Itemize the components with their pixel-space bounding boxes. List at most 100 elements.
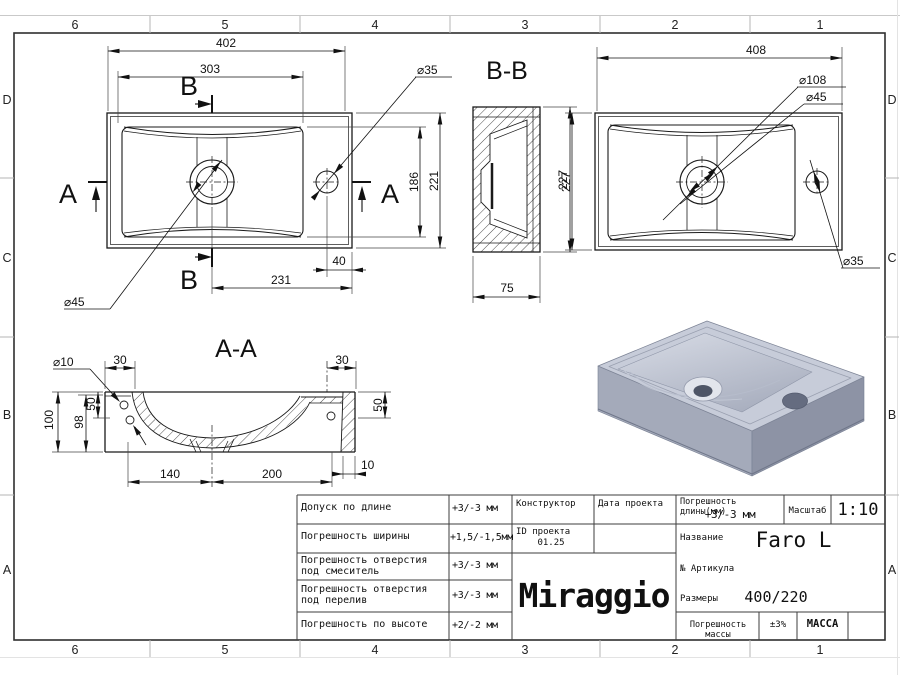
zone-row-left-c: C [2,251,11,265]
faucet-hole [805,170,829,194]
drain-hole-3d [693,385,713,397]
brand-logo: Miraggio [518,576,671,615]
dim-left-offset: 30 [113,353,127,367]
zone-col-top-2: 2 [672,18,679,32]
sink-rim-inner [598,116,839,247]
drain-centerlines [186,156,341,208]
zone-row-right-c: C [887,251,896,265]
zone-col-bottom-4: 4 [372,643,379,657]
plan-left-dims: 402 303 ⌀35 ⌀45 186 221 40 231 B B A A [59,36,441,309]
tolerance-row-label: Погрешность ширины [301,531,410,542]
tolerance-row-value: +1,5/-1,5мм [450,532,513,543]
bowl-outer-curve [131,391,311,449]
dim-overall-width: 402 [216,36,236,50]
zone-col-bottom-6: 6 [72,643,79,657]
dim-overall-depth: 221 [427,171,441,191]
deck-wall-hatch [301,397,343,403]
dim-drain-left: 140 [160,467,180,481]
tolerance-row-label: Погрешность отверстия под перелив [301,584,428,607]
dim-faucet-offset: 40 [332,254,346,268]
section-marks [88,95,371,267]
name-label: Название [680,533,724,543]
dim-drain-dia: ⌀45 [64,295,85,309]
zone-col-bottom-2: 2 [672,643,679,657]
right-wall-hatch [341,392,355,452]
view-plan-left: 402 303 ⌀35 ⌀45 186 221 40 231 B B A A [59,36,452,310]
zone-row-right-a: A [888,563,897,577]
mounting-hole [119,400,129,410]
mass-label: МАССА [806,618,839,630]
dim-rim-depth: 50 [84,397,98,411]
bottom-edge [597,408,753,475]
dim-overall-width: 408 [746,43,766,57]
sink-outline [106,112,353,249]
section-label-a-right: A [381,179,399,209]
section-aa-dims: A-A ⌀10 30 30 100 98 50 50 140 200 10 [42,335,385,481]
tolerance-row-label: Погрешность отверстия под смеситель [301,555,428,578]
dimension-lines [55,365,388,485]
project-id-value: 01.25 [537,538,565,548]
tolerance-row-label: Погрешность по высоте [301,619,428,630]
dim-inner-height: 98 [72,415,86,429]
length-tolerance-value: +3/-3 мм [704,508,756,521]
zone-row-right-b: B [888,408,896,422]
size-label: Размеры [680,594,718,604]
zone-col-bottom-3: 3 [522,643,529,657]
sink-rim-edge [608,326,852,425]
name-value: Faro L [755,528,832,552]
dim-basin-depth: 186 [407,172,421,192]
dim-basin-width: 303 [200,62,220,76]
view-title-bb: B-B [486,57,528,85]
dim-deck-depth: 50 [371,398,385,412]
project-id-label: ID проекта [516,527,571,537]
title-block-grid [296,494,885,640]
mass-tolerance-value: ±3% [769,620,787,630]
dimension-lines [569,55,843,251]
dim-right-offset: 30 [335,353,349,367]
faucet-hole [315,170,339,194]
dim-drain-right: 200 [262,467,282,481]
dim-height: 227 [556,170,570,190]
sink-outline [594,112,843,251]
tolerance-row-value: +3/-3 мм [452,503,498,514]
section-outline [472,106,541,253]
dim-width: 75 [500,281,514,295]
zone-row-left-b: B [3,408,11,422]
dim-height: 100 [42,410,56,430]
tolerance-row-value: +3/-3 мм [452,560,498,571]
view-section-bb: B-B 227 75 [472,57,577,303]
dim-hole-dia: ⌀10 [53,355,74,369]
section-cavity [480,119,528,239]
basin-outline [607,124,796,241]
dim-drain-dia: ⌀45 [806,90,827,104]
view-plan-right: 408 227 ⌀108 ⌀45 ⌀35 [559,43,880,269]
zone-labels: 6 5 4 3 2 1 6 5 4 3 2 1 D C B A D C B A [2,18,896,657]
zone-row-right-d: D [887,93,896,107]
zone-col-bottom-1: 1 [817,643,824,657]
zone-row-left-d: D [2,93,11,107]
mass-tolerance-label: Погрешность массы [689,620,747,640]
project-date-label: Дата проекта [598,499,664,509]
length-tolerance-label: Погрешность длины(мм) [680,497,737,517]
zone-col-bottom-5: 5 [222,643,229,657]
tolerance-row-value: +3/-3 мм [452,590,498,601]
extension-lines [107,46,446,294]
zone-row-left-a: A [3,563,12,577]
section-bb-dims: B-B 227 75 [486,57,570,295]
dim-drain-offset: 231 [271,273,291,287]
dim-drain-outer-dia: ⌀108 [799,73,827,87]
section-label-b-top: B [180,71,198,101]
mounting-hole [125,415,135,425]
zone-col-top-6: 6 [72,18,79,32]
sink-rim-inner [110,116,349,245]
tolerance-row-value: +2/-2 мм [452,620,498,631]
section-label-a-left: A [59,179,77,209]
view-title-aa: A-A [215,335,257,363]
faucet-hole-3d [782,392,808,410]
section-label-b-bottom: B [180,265,198,295]
dim-wall-thickness: 10 [361,458,375,472]
scale-value: 1:10 [837,500,879,520]
scale-label: Масштаб [788,506,827,516]
